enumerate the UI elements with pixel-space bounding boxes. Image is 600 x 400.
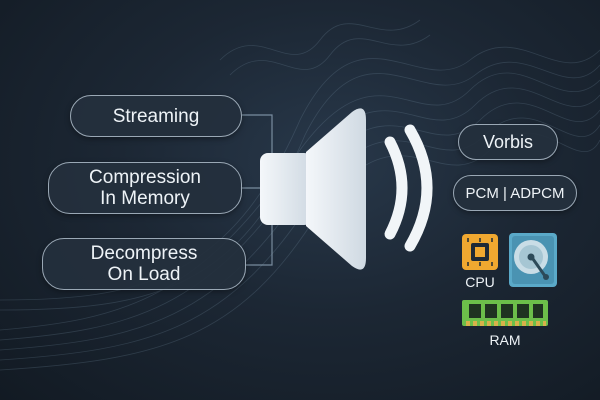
format-vorbis: Vorbis xyxy=(458,124,558,160)
cpu-label: CPU xyxy=(465,274,495,290)
load-type-label: Decompress xyxy=(90,243,198,264)
format-label: Vorbis xyxy=(482,131,534,152)
load-type-label: In Memory xyxy=(100,188,190,209)
load-type-label: On Load xyxy=(107,264,181,285)
load-type-compression-in-memory: Compression In Memory xyxy=(48,162,242,214)
load-type-label: Compression xyxy=(89,167,201,188)
ram-module-icon xyxy=(462,300,548,326)
load-type-decompress-on-load: Decompress On Load xyxy=(42,238,246,290)
speaker-icon xyxy=(260,108,433,270)
format-label: PCM | ADPCM xyxy=(465,184,565,202)
load-type-streaming: Streaming xyxy=(70,95,242,137)
hard-disk-icon xyxy=(509,233,557,287)
format-pcm-adpcm: PCM | ADPCM xyxy=(453,175,577,211)
cpu-chip-icon xyxy=(462,234,498,270)
load-type-label: Streaming xyxy=(112,105,200,127)
ram-label: RAM xyxy=(489,332,521,348)
